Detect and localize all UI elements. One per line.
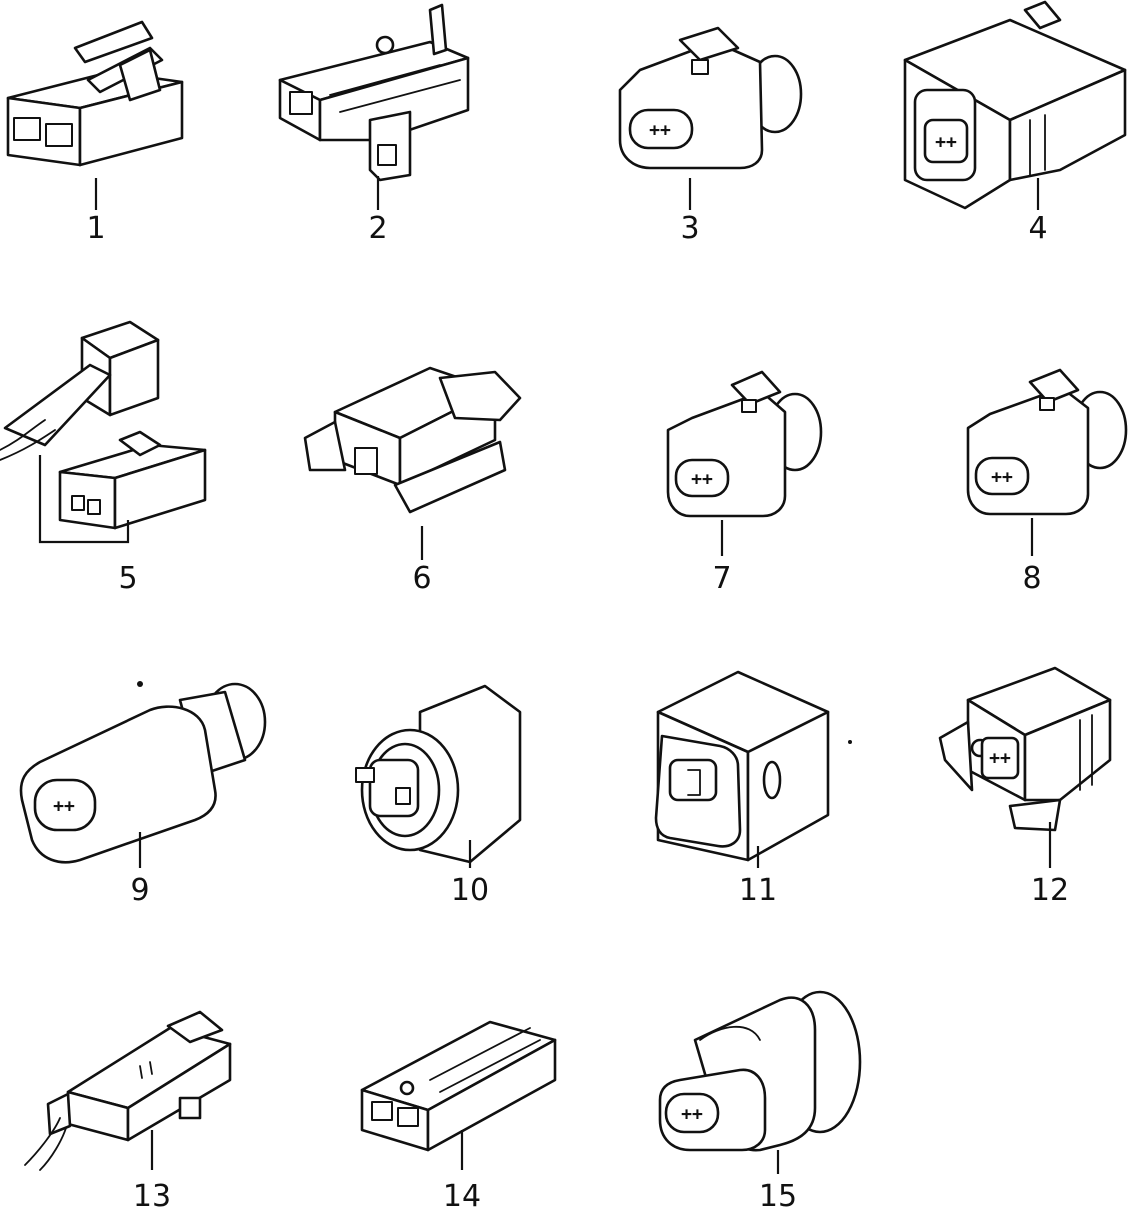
part-label-5: 5	[118, 561, 137, 596]
connector-part-14	[360, 1020, 557, 1152]
pin-mark-7: ++	[691, 469, 713, 490]
connector-part-1	[6, 20, 184, 167]
part-label-7: 7	[712, 561, 731, 596]
pin-mark-8: ++	[991, 467, 1013, 488]
pin-mark-15: ++	[681, 1104, 703, 1125]
connector-part-5	[0, 320, 207, 530]
part-label-6: 6	[412, 561, 431, 596]
part-label-14: 14	[443, 1179, 481, 1211]
pin-mark-9: ++	[53, 796, 75, 817]
connector-part-6	[303, 366, 522, 514]
part-label-13: 13	[133, 1179, 171, 1211]
part-label-11: 11	[739, 873, 777, 908]
pin-mark-12: ++	[989, 748, 1011, 769]
part-label-8: 8	[1022, 561, 1041, 596]
part-label-4: 4	[1028, 211, 1047, 246]
connector-part-4: ++	[903, 0, 1127, 210]
part-label-9: 9	[130, 873, 149, 908]
connector-part-13	[24, 1010, 232, 1171]
connector-part-7: ++	[666, 370, 823, 518]
stray-dot	[137, 681, 143, 687]
part-label-12: 12	[1031, 873, 1069, 908]
leader-line-5	[38, 455, 130, 544]
part-label-1: 1	[86, 211, 105, 246]
connector-part-3: ++	[618, 26, 803, 170]
connector-part-9: ++	[19, 682, 267, 864]
pin-mark-3: ++	[649, 120, 671, 141]
connector-part-11	[654, 670, 830, 862]
pin-mark-4: ++	[935, 132, 957, 153]
connector-part-8: ++	[966, 368, 1128, 516]
part-label-10: 10	[451, 873, 489, 908]
part-label-3: 3	[680, 211, 699, 246]
connector-part-2	[278, 3, 470, 182]
connector-part-10	[355, 684, 522, 864]
part-label-2: 2	[368, 211, 387, 246]
connector-part-15: ++	[658, 990, 862, 1152]
connector-part-12: ++	[938, 666, 1112, 832]
part-label-15: 15	[759, 1179, 797, 1211]
stray-dot	[848, 740, 852, 744]
